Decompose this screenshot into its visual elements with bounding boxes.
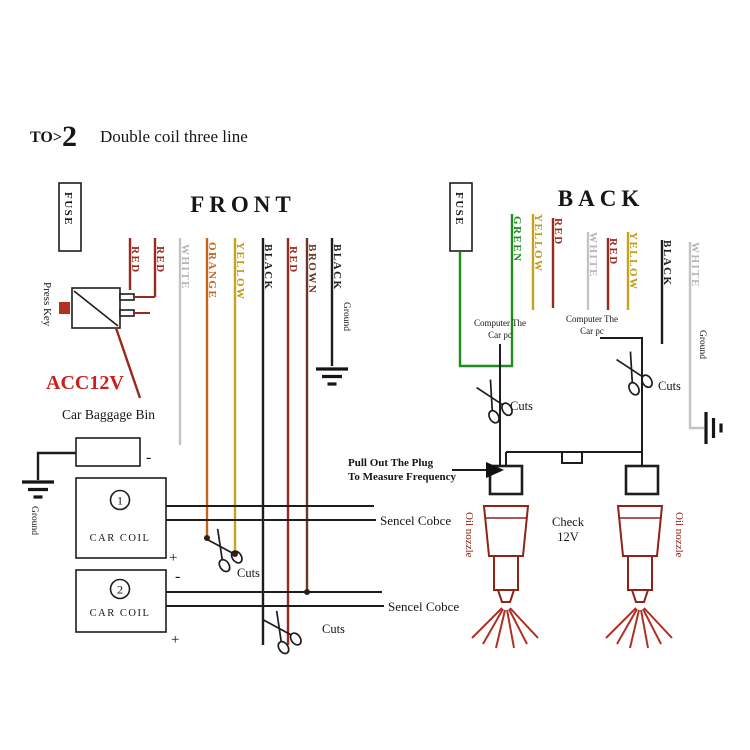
wire-label-red-b2: RED — [607, 238, 619, 266]
coil-1-number: 1 — [117, 494, 123, 508]
wire-label-orange: ORANGE — [206, 242, 218, 299]
arrow-right-icon — [486, 462, 504, 478]
baggage-ground-wire — [36, 451, 76, 480]
wire-label-black-1: BLACK — [262, 244, 274, 291]
front-fuse-box — [58, 182, 82, 252]
wire-label-white-b1: WHITE — [587, 232, 599, 278]
bus-notch — [561, 452, 583, 464]
wire-label-red-b1: RED — [552, 218, 564, 246]
cuts-label-3: Cuts — [510, 399, 533, 413]
front-heading: FRONT — [190, 192, 296, 217]
computer-plug-label-2b: Car pc — [580, 326, 604, 336]
wire-label-red-3: RED — [287, 246, 299, 274]
acc-red-wire — [114, 327, 142, 399]
plus-sign-2: + — [171, 632, 179, 648]
yellow-wire-end-dot — [232, 551, 238, 557]
baggage-minus-sign: - — [146, 449, 151, 466]
press-key-label: Press Key — [41, 282, 53, 327]
scissors-icon-2 — [259, 607, 305, 657]
baggage-bin-box — [75, 437, 141, 467]
computer-plug-label-1a: Computer The — [474, 318, 526, 328]
wire-label-red-1: RED — [129, 246, 141, 274]
ground-label-left: Ground — [29, 506, 39, 535]
wire-label-yellow-b2: YELLOW — [627, 232, 639, 291]
title-text: Double coil three line — [100, 127, 248, 146]
front-fuse-label: FUSE — [62, 192, 74, 226]
ground-label-mid: Ground — [341, 302, 351, 331]
minus-sign-1: - — [175, 568, 180, 585]
oil-nozzle-1 — [471, 505, 539, 649]
back-section: BACK FUSE GREEN YELLOW RED Computer The … — [348, 182, 723, 649]
wire-label-green: GREEN — [511, 216, 523, 263]
back-fuse-label: FUSE — [453, 192, 465, 226]
cuts-label-1: Cuts — [237, 566, 260, 580]
cuts-label-2: Cuts — [322, 622, 345, 636]
coil-2-number: 2 — [117, 583, 123, 597]
page-title: TO> 2 Double coil three line — [30, 120, 248, 153]
sencel-cobce-label-1: Sencel Cobce — [380, 513, 451, 528]
ground-icon-mid — [314, 367, 350, 386]
check-12v-label-1: Check — [552, 515, 585, 529]
ground-icon-right — [704, 410, 723, 446]
computer-plug-label-2a: Computer The — [566, 314, 618, 324]
pull-out-plug-label-1: Pull Out The Plug — [348, 457, 434, 469]
acc12v-label: ACC12V — [46, 372, 124, 394]
wire-label-yellow: YELLOW — [234, 242, 246, 301]
wire-label-black-2: BLACK — [331, 244, 343, 291]
connector-box-1 — [488, 464, 524, 496]
spray-lines-2 — [605, 607, 673, 649]
car-coil-2: 2 CAR COIL — [75, 569, 167, 633]
computer-plug-label-1b: Car pc — [488, 330, 512, 340]
front-section: FRONT FUSE Press Key ACC12V Car Baggage … — [20, 182, 459, 657]
ground-icon-left — [20, 480, 56, 499]
cuts-label-4: Cuts — [658, 379, 681, 393]
oil-nozzle-label-1: Oil nozzle — [463, 512, 475, 558]
back-heading: BACK — [558, 186, 644, 211]
scissors-icon-4 — [612, 348, 655, 398]
wire-label-red-2: RED — [154, 246, 166, 274]
title-prefix: TO> — [30, 129, 62, 146]
back-wire-green — [458, 214, 514, 368]
press-key-switch — [59, 287, 135, 329]
wire-label-white: WHITE — [179, 244, 191, 290]
car-coil-1: 1 CAR COIL — [75, 477, 167, 559]
spray-lines-1 — [471, 607, 539, 649]
sencel-cobce-label-2: Sencel Cobce — [388, 599, 459, 614]
back-wire-white-2 — [688, 242, 704, 430]
oil-nozzle-label-2: Oil nozzle — [673, 512, 685, 558]
press-key-button — [59, 302, 70, 314]
coil-1-label: CAR COIL — [90, 533, 151, 544]
wire-label-brown: BROWN — [306, 244, 318, 294]
back-plug-wire-2 — [600, 337, 643, 466]
scissors-icon-3 — [472, 376, 515, 426]
car-baggage-bin-label: Car Baggage Bin — [62, 407, 155, 422]
pull-out-plug-label-2: To Measure Frequency — [348, 471, 456, 483]
oil-nozzle-2 — [605, 505, 673, 649]
wire-label-black-b: BLACK — [661, 240, 673, 287]
connector-box-2 — [624, 464, 660, 496]
wire-label-white-b2: WHITE — [689, 242, 701, 288]
wire-label-yellow-b1: YELLOW — [532, 214, 544, 273]
back-fuse-box — [449, 182, 473, 252]
check-12v-label-2: 12V — [557, 530, 579, 544]
plus-sign-1: + — [169, 550, 177, 566]
coil-2-label: CAR COIL — [90, 608, 151, 619]
title-number: 2 — [62, 120, 77, 153]
ground-label-right: Ground — [697, 330, 707, 359]
